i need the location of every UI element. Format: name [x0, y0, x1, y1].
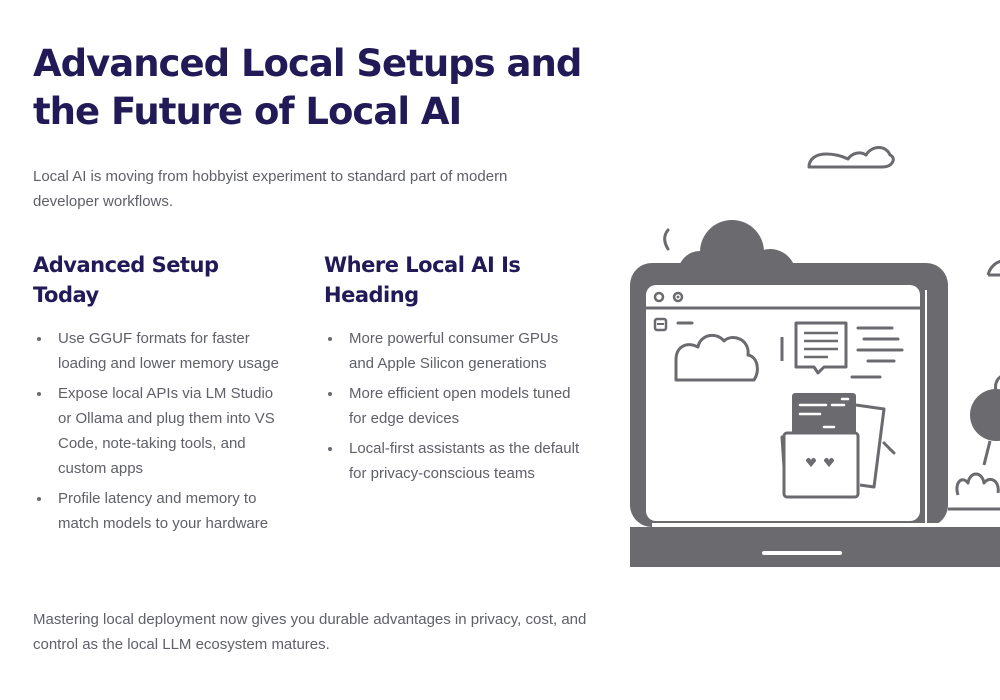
closing-paragraph: Mastering local deployment now gives you… — [33, 611, 587, 653]
list-item-text: Profile latency and memory to match mode… — [58, 490, 269, 532]
slide-content: Advanced Local Setups and the Future of … — [33, 40, 593, 590]
list-item-text: Local-first assistants as the default fo… — [349, 440, 580, 482]
list-item-text: More efficient open models tuned for edg… — [349, 385, 571, 427]
bullet-icon — [328, 392, 332, 396]
document-icon — [794, 321, 904, 379]
list-item: Local-first assistants as the default fo… — [324, 436, 586, 486]
plant-icon — [948, 375, 1000, 511]
section-future: Where Local AI Is Heading More powerful … — [324, 250, 586, 491]
list-item-text: Expose local APIs via LM Studio or Ollam… — [58, 385, 275, 477]
list-item: Use GGUF formats for faster loading and … — [33, 326, 283, 376]
bullet-icon — [37, 392, 41, 396]
list-item: Expose local APIs via LM Studio or Ollam… — [33, 381, 283, 481]
section-advanced-setup: Advanced Setup Today Use GGUF formats fo… — [33, 250, 283, 541]
lead-paragraph: Local AI is moving from hobbyist experim… — [33, 168, 508, 210]
list-item-text: Use GGUF formats for faster loading and … — [58, 330, 279, 372]
cloud-icon — [986, 259, 1000, 276]
list-item: More efficient open models tuned for edg… — [324, 381, 586, 431]
list-item-text: More powerful consumer GPUs and Apple Si… — [349, 330, 559, 372]
cloud-icon — [807, 146, 895, 169]
page-title: Advanced Local Setups and the Future of … — [33, 42, 582, 133]
bullet-icon — [37, 497, 41, 501]
laptop-illustration — [630, 146, 1000, 567]
bullet-icon — [37, 337, 41, 341]
file-box-icon — [780, 393, 896, 499]
section-heading: Where Local AI Is Heading — [324, 253, 521, 307]
list-item: Profile latency and memory to match mode… — [33, 486, 283, 536]
bullet-list: Use GGUF formats for faster loading and … — [33, 326, 283, 536]
bullet-icon — [328, 447, 332, 451]
browser-window-icon — [653, 317, 784, 382]
list-item: More powerful consumer GPUs and Apple Si… — [324, 326, 586, 376]
two-column-section: Advanced Setup Today Use GGUF formats fo… — [33, 250, 593, 590]
bullet-list: More powerful consumer GPUs and Apple Si… — [324, 326, 586, 486]
section-heading: Advanced Setup Today — [33, 253, 219, 307]
arc-icon — [663, 228, 670, 251]
bullet-icon — [328, 337, 332, 341]
